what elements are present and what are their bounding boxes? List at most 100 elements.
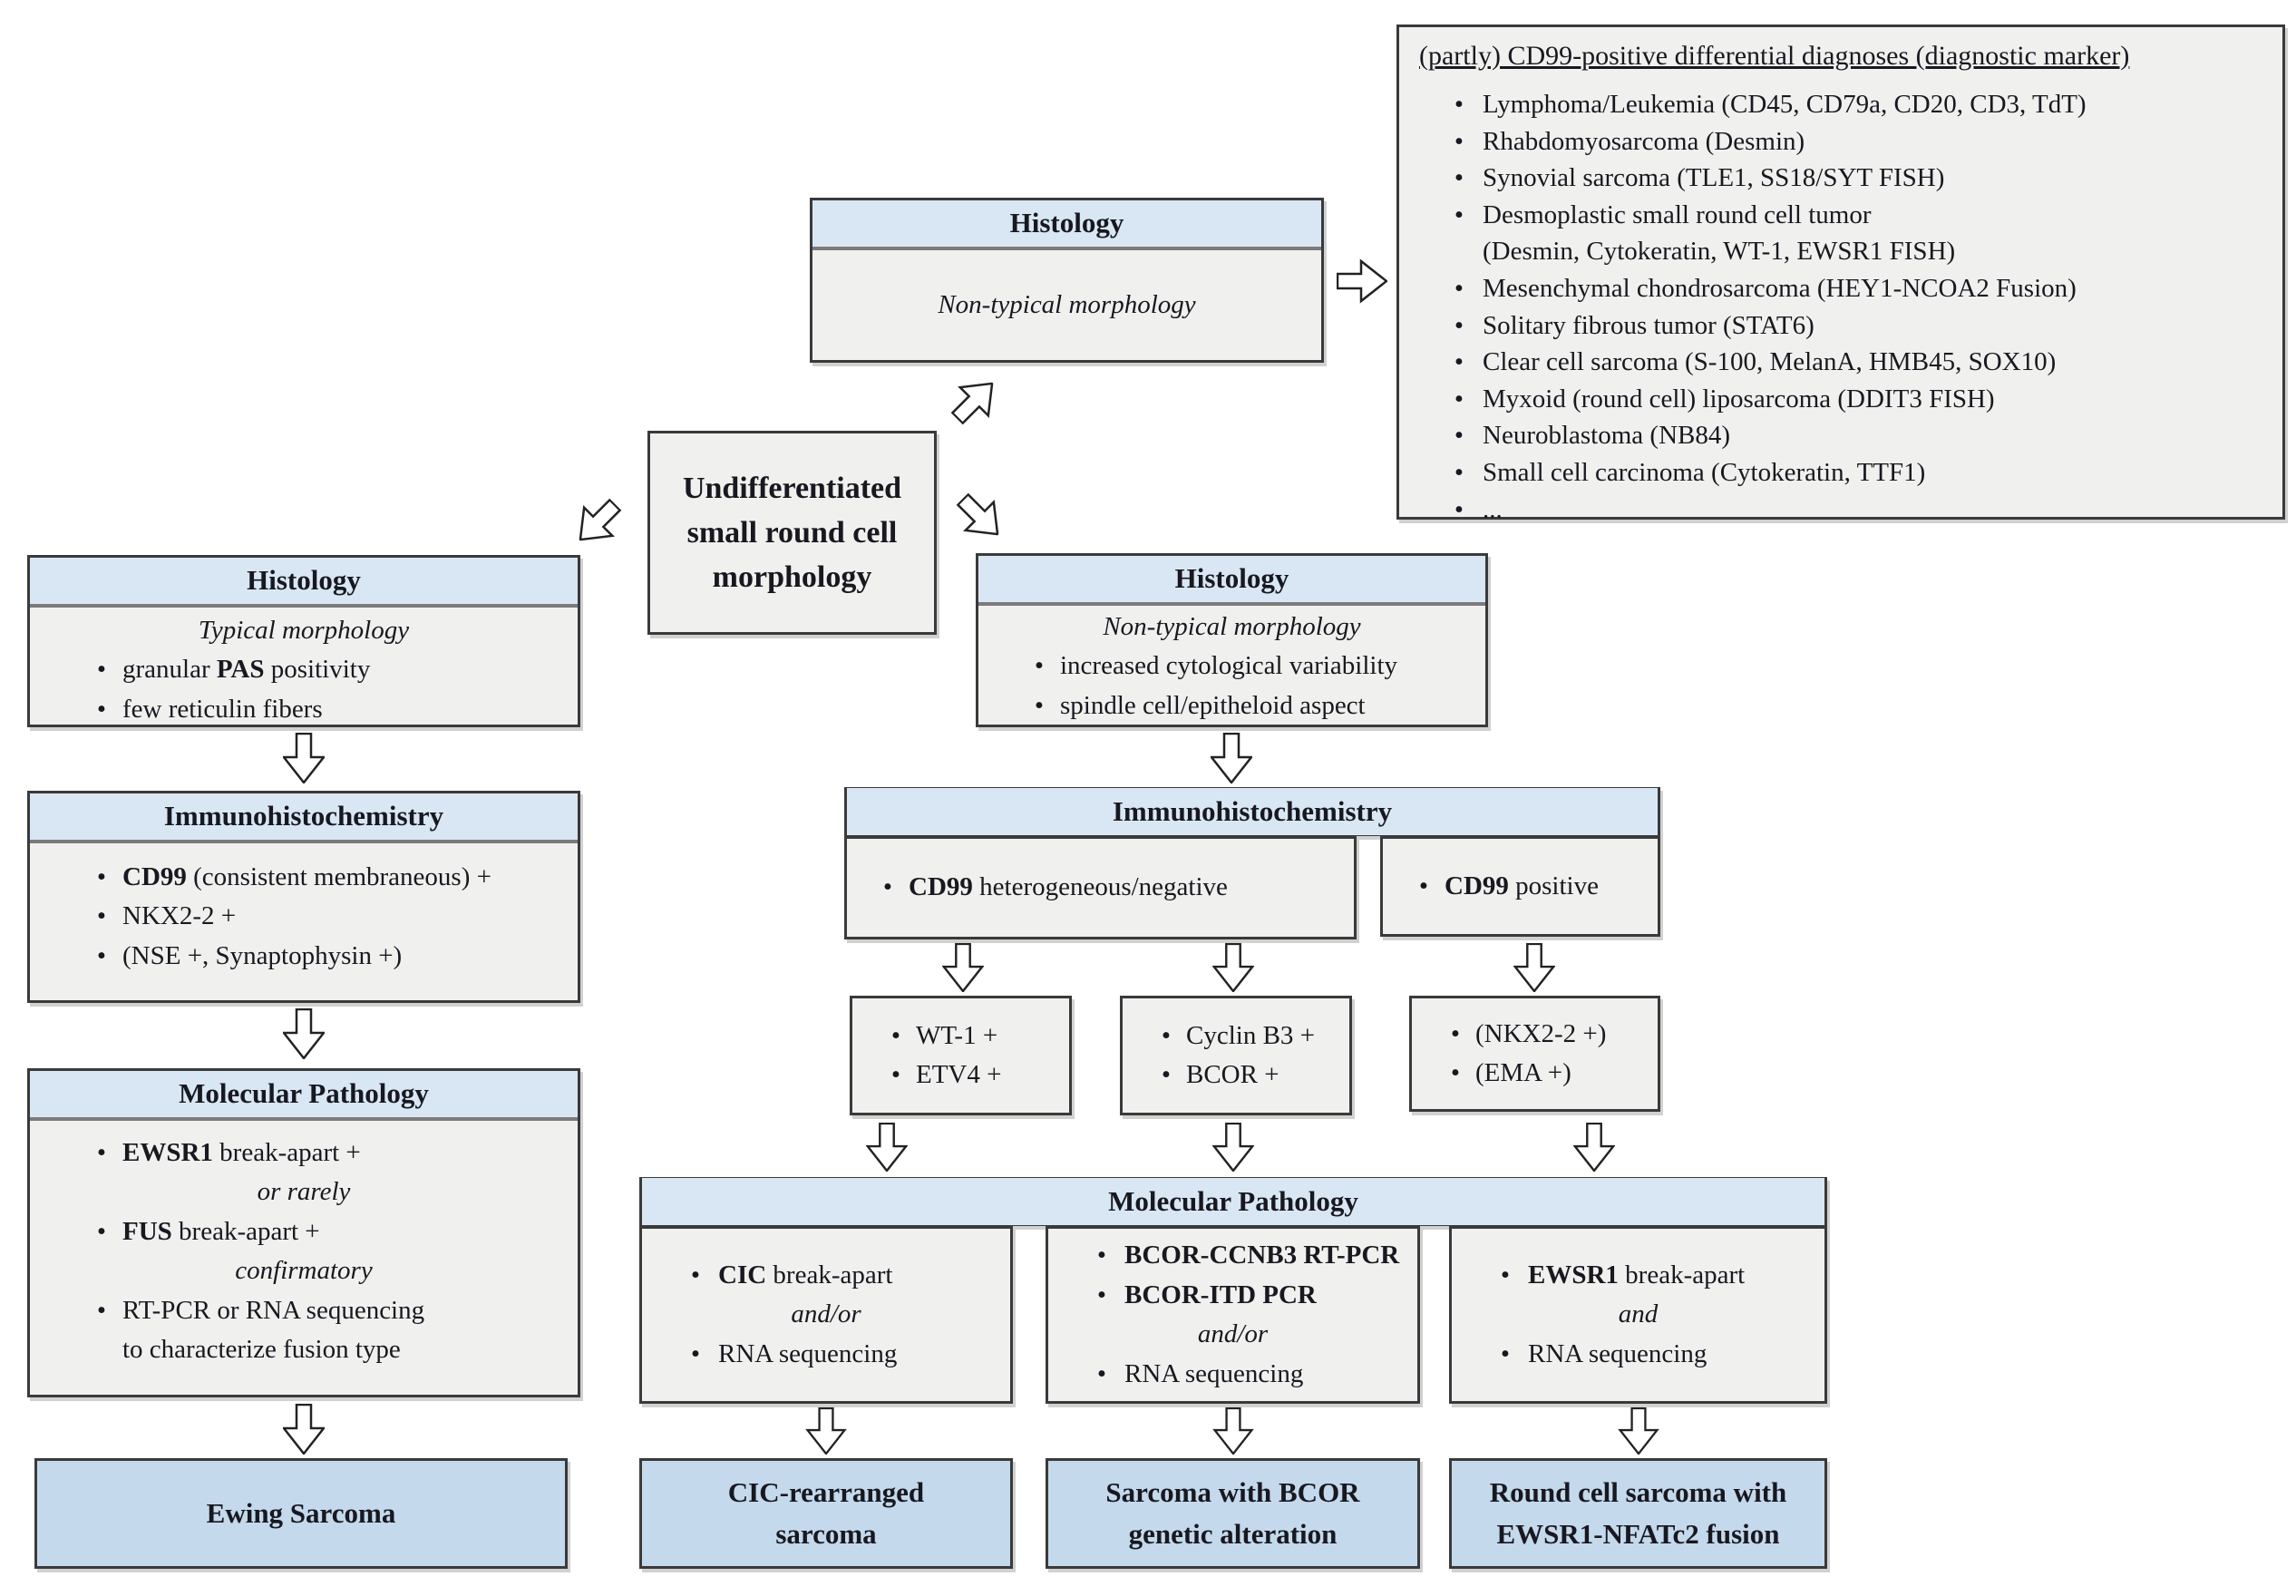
bullet-marker: • (1418, 871, 1429, 900)
diagram-line: sarcoma (775, 1518, 877, 1550)
top-histology-box: Histology Non-typical morphology (810, 198, 1324, 363)
diagram-line: to characterize fusion type (122, 1335, 401, 1365)
diagram-line: •BCOR-ITD PCR (1048, 1276, 1417, 1316)
middle-molecular-pathology-header-box: Molecular Pathology (639, 1177, 1827, 1226)
bullet-marker: • (96, 1137, 107, 1167)
ewing-sarcoma-result-text: Ewing Sarcoma (37, 1461, 565, 1566)
bullet-marker: • (96, 940, 107, 970)
diagram-line: •RT-PCR or RNA sequencing (30, 1291, 578, 1331)
diagram-line: •Clear cell sarcoma (S-100, MelanA, HMB4… (1399, 344, 2282, 381)
diagram-line: •CD99 (consistent membraneous) + (30, 858, 578, 898)
diagram-line: Round cell sarcoma with (1489, 1475, 1787, 1508)
diagram-line: genetic alteration (1128, 1518, 1338, 1550)
bullet-marker: • (1454, 384, 1464, 414)
diagram-line: •NKX2-2 + (30, 897, 578, 937)
bullet-marker: • (690, 1260, 701, 1289)
flow-arrow-down-icon (866, 1123, 908, 1172)
left-molecular-pathology-box: Molecular Pathology •EWSR1 break-apart +… (27, 1068, 580, 1397)
diagram-line: •RNA sequencing (1452, 1335, 1824, 1375)
left-molecular-pathology-body: •EWSR1 break-apart +or rarely•FUS break-… (30, 1121, 578, 1395)
diagram-line: Undifferentiated (682, 471, 902, 505)
diagram-line: •FUS break-apart + (30, 1212, 578, 1252)
cic-rearranged-sarcoma-result-box: CIC-rearranged sarcoma (639, 1458, 1013, 1569)
bullet-marker: • (690, 1338, 701, 1368)
nkx22-ema-marker-box: •(NKX2-2 +)•(EMA +) (1409, 996, 1660, 1112)
flow-arrow-down-icon (1573, 1123, 1615, 1172)
bullet-marker: • (96, 1295, 107, 1325)
bcor-sarcoma-result-text: Sarcoma with BCOR genetic alteration (1048, 1461, 1417, 1566)
bullet-marker: • (1454, 90, 1464, 119)
flow-arrow-southeast-icon (947, 483, 1015, 551)
diagram-line: •Mesenchymal chondrosarcoma (HEY1-NCOA2 … (1399, 270, 2282, 307)
diagram-line: EWSR1-NFATc2 fusion (1496, 1518, 1780, 1550)
diagram-line: •... (1399, 491, 2282, 529)
flow-arrow-down-icon (1211, 733, 1252, 783)
diagram-line: •CD99 positive (1383, 867, 1658, 907)
diagram-line: confirmatory (235, 1256, 373, 1286)
middle-histology-box: Histology Non-typical morphology•increas… (976, 553, 1488, 727)
diagram-line: Typical morphology (198, 615, 410, 645)
bullet-marker: • (1161, 1060, 1172, 1089)
cd99-positive-text: •CD99 positive (1383, 839, 1658, 934)
ewing-sarcoma-result-box: Ewing Sarcoma (34, 1458, 568, 1569)
cd99-heterogeneous-negative-box: •CD99 heterogeneous/negative (844, 836, 1357, 939)
bullet-marker: • (1096, 1358, 1107, 1388)
bullet-marker: • (1454, 421, 1464, 451)
flow-arrow-down-icon (1618, 1407, 1659, 1455)
diagram-line: Sarcoma with BCOR (1105, 1475, 1360, 1508)
diagram-line: (Desmin, Cytokeratin, WT-1, EWSR1 FISH) (1483, 237, 1956, 267)
diagram-line: •WT-1 + (852, 1017, 1069, 1056)
diagram-line: •Neuroblastoma (NB84) (1399, 417, 2282, 454)
diagram-line: •(NSE +, Synaptophysin +) (30, 937, 578, 977)
diagram-line: •Solitary fibrous tumor (STAT6) (1399, 307, 2282, 345)
flow-arrow-down-icon (805, 1407, 847, 1455)
flow-arrow-down-icon (1212, 1123, 1254, 1172)
diagram-line: Non-typical morphology (1103, 611, 1361, 641)
bullet-marker: • (882, 872, 893, 902)
diagram-line: Ewing Sarcoma (206, 1496, 396, 1529)
wt1-etv4-marker-box: •WT-1 +•ETV4 + (850, 996, 1072, 1115)
left-immunohistochemistry-body: •CD99 (consistent membraneous) +•NKX2-2 … (30, 843, 578, 1000)
diagram-line: morphology (712, 560, 872, 595)
diagram-line: •Rhabdomyosarcoma (Desmin) (1399, 123, 2282, 161)
nkx22-ema-marker-text: •(NKX2-2 +)•(EMA +) (1412, 998, 1658, 1109)
flow-arrow-down-icon (283, 733, 325, 783)
diagram-line: Non-typical morphology (938, 289, 1196, 319)
wt1-etv4-marker-text: •WT-1 +•ETV4 + (852, 998, 1069, 1113)
differential-diagnoses-box: (partly) CD99-positive differential diag… (1396, 24, 2285, 524)
bullet-marker: • (1454, 200, 1464, 229)
flow-arrow-southwest-icon (564, 489, 632, 557)
middle-immunohistochemistry-header: Immunohistochemistry (847, 787, 1658, 836)
diagram-line: •EWSR1 break-apart (1452, 1256, 1824, 1296)
left-histology-box: Histology Typical morphology•granular PA… (27, 555, 580, 727)
diagram-line: and/or (791, 1299, 861, 1329)
cd99-heterogeneous-negative-text: •CD99 heterogeneous/negative (847, 839, 1354, 937)
diagram-line: •BCOR + (1123, 1056, 1349, 1095)
middle-histology-body: Non-typical morphology •increased cytolog… (978, 606, 1485, 734)
bullet-marker: • (1450, 1058, 1461, 1087)
bullet-marker: • (1454, 494, 1464, 524)
bullet-marker: • (1454, 273, 1464, 303)
bullet-marker: • (1034, 651, 1045, 681)
cyclinb3-bcor-marker-box: •Cyclin B3 +•BCOR + (1120, 996, 1352, 1115)
diagram-line: CIC-rearranged (727, 1475, 925, 1508)
diagram-line: and/or (1197, 1319, 1269, 1348)
diagram-line: •increased cytological variability (978, 647, 1485, 686)
diagram-line: •Small cell carcinoma (Cytokeratin, TTF1… (1399, 454, 2282, 491)
diagram-line: •spindle cell/epitheloid aspect (978, 686, 1485, 726)
bullet-marker: • (1034, 690, 1045, 720)
bcor-sarcoma-result-box: Sarcoma with BCOR genetic alteration (1046, 1458, 1420, 1569)
bullet-marker: • (96, 655, 107, 685)
bullet-marker: • (96, 861, 107, 891)
diagram-line: •Myxoid (round cell) liposarcoma (DDIT3 … (1399, 381, 2282, 418)
flow-arrow-northeast-icon (941, 367, 1009, 435)
bullet-marker: • (1500, 1260, 1511, 1289)
bullet-marker: • (96, 694, 107, 724)
